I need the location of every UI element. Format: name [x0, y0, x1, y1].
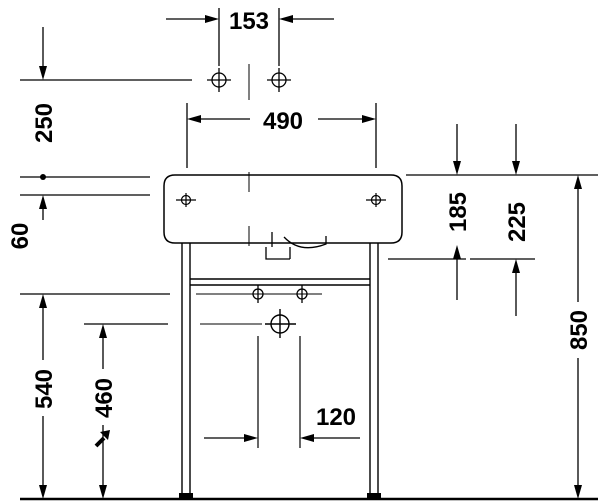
arrow-490-right: [362, 115, 376, 123]
tap-hole-right: [267, 68, 291, 92]
arrow-540-down: [39, 485, 47, 499]
arrow-540-up: [39, 294, 47, 308]
dim-185-label: 185: [445, 192, 472, 232]
dim-225-label: 225: [504, 202, 531, 242]
dim-540-label: 540: [31, 369, 58, 409]
dim-850-label-bg: [566, 302, 592, 358]
arrow-490-left: [187, 115, 201, 123]
arrow-225-up: [512, 259, 520, 273]
fixing-hole-right: [366, 193, 386, 207]
dim-60-label: 60: [7, 223, 34, 250]
dim-850-label: 850: [566, 310, 593, 350]
arrow-460-down: [99, 485, 107, 499]
arrow-850-up: [574, 175, 582, 189]
arrow-120-right: [300, 434, 314, 442]
pointer-arrow-460: [94, 430, 110, 448]
waste-offset-lines: [257, 336, 301, 448]
tap-hole-left: [207, 68, 231, 92]
dim-153-group: [166, 8, 334, 66]
dim-490-group: [186, 103, 377, 168]
lower-valve-left: [252, 285, 264, 303]
arrow-225-down: [512, 161, 520, 175]
dim-490-label: 490: [263, 108, 303, 135]
dim-120-label: 120: [316, 404, 356, 431]
arrow-185-down: [453, 161, 461, 175]
arrow-60-up: [39, 195, 47, 209]
overflow-detail: [265, 232, 327, 260]
lower-valve-right: [296, 285, 308, 303]
waste-outlet: [265, 309, 296, 338]
dim-540-label-bg: [30, 360, 58, 416]
arrow-850-down: [574, 485, 582, 499]
arrow-153-left: [205, 15, 219, 23]
frame-legs: [181, 243, 379, 494]
arrow-153-right: [279, 15, 293, 23]
dim-153-label: 153: [229, 8, 269, 35]
dim-250-label: 250: [31, 103, 58, 143]
dim-460-label-bg: [90, 369, 118, 425]
dim-460-label: 460: [91, 378, 118, 418]
arrow-460-up: [99, 324, 107, 338]
fixing-hole-left: [176, 193, 196, 207]
leg-feet: [179, 493, 381, 499]
towel-rail: [190, 278, 370, 286]
arrow-250-down: [39, 66, 47, 80]
arrow-185-up: [453, 245, 461, 259]
arrow-120-left: [244, 434, 258, 442]
basin-outline: [163, 174, 403, 244]
